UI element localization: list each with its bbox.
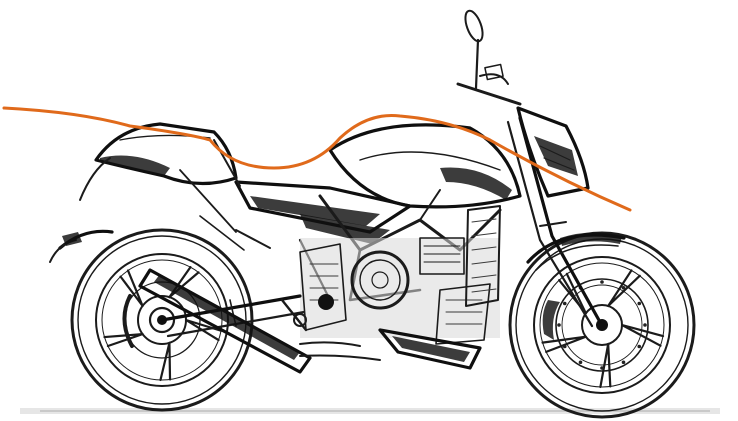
headlight-cowl — [516, 106, 590, 198]
disc-hole — [600, 280, 604, 284]
front-brake-disc — [542, 278, 649, 372]
wheel-spoke — [607, 269, 641, 308]
wheel-spoke — [103, 333, 144, 348]
disc-hole — [557, 323, 561, 327]
mirror — [464, 9, 484, 90]
disc-hole — [637, 301, 642, 306]
wheel-spoke — [119, 269, 144, 307]
front-fork — [506, 116, 602, 328]
wheel-spoke — [541, 335, 587, 353]
disc-hole — [637, 344, 642, 349]
rear-hugger — [49, 229, 114, 263]
tail-section — [79, 122, 238, 201]
disc-hole — [643, 323, 647, 327]
front-fender — [526, 232, 626, 271]
wheel-spoke — [159, 341, 172, 382]
ground-shadow — [20, 408, 720, 414]
handlebar — [456, 63, 522, 106]
disc-hole — [562, 344, 567, 349]
design-line — [2, 106, 632, 212]
belly-pan — [378, 328, 482, 370]
fuel-tank — [328, 123, 522, 209]
wheel-spoke — [599, 342, 612, 389]
exhaust — [138, 268, 381, 374]
footpeg-assembly — [235, 229, 308, 332]
disc-hole — [600, 366, 604, 370]
front-wheel — [508, 231, 696, 419]
wheel-spoke — [620, 323, 665, 347]
disc-hole — [621, 360, 626, 365]
tank-shroud — [234, 180, 412, 244]
disc-hole — [578, 360, 583, 365]
disc-hole — [562, 301, 567, 306]
disc-hole — [621, 285, 626, 290]
radiator — [465, 205, 501, 307]
engine — [299, 237, 500, 345]
